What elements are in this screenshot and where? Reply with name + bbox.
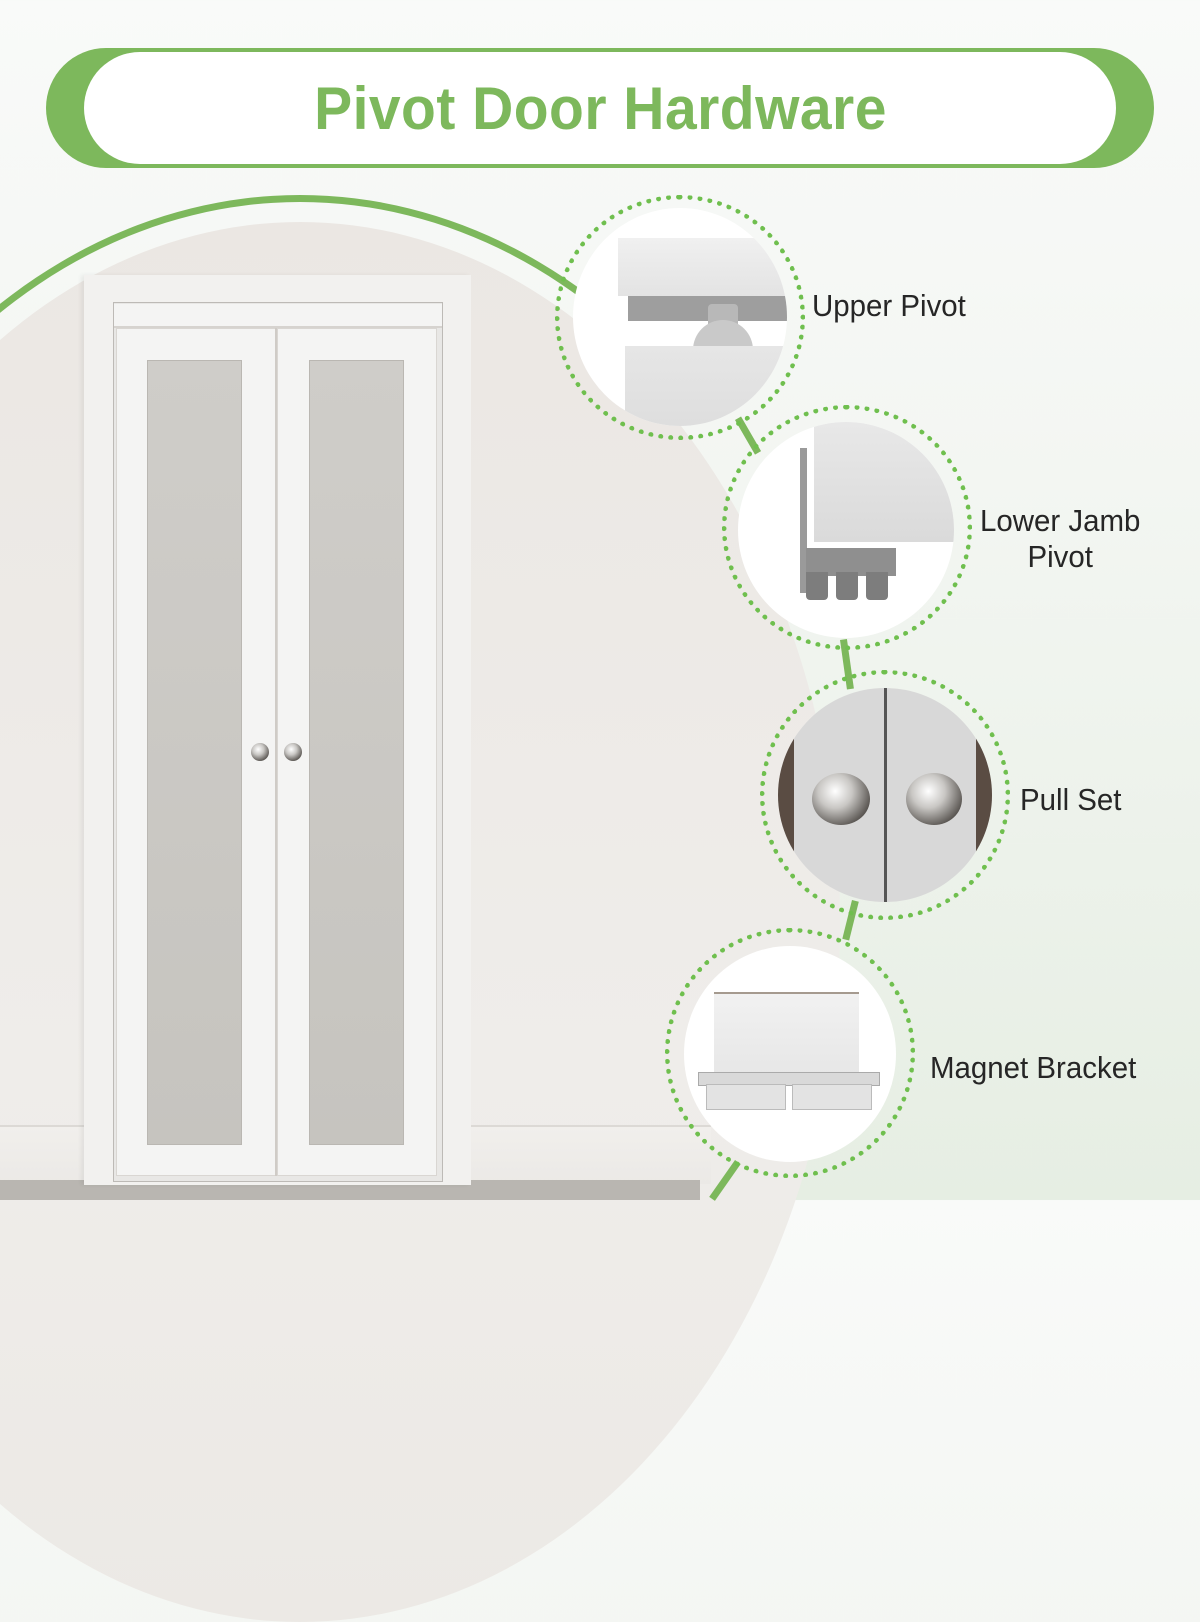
glass-pane-right	[309, 360, 404, 1145]
detail-label: Pull Set	[1020, 782, 1122, 817]
dotted-ring	[555, 195, 805, 440]
detail-label: Lower Jamb Pivot	[980, 503, 1140, 575]
door-header-track	[114, 304, 442, 328]
glass-pane-left	[147, 360, 242, 1145]
floor	[0, 1180, 700, 1200]
door-seam	[275, 328, 277, 1176]
knob-icon	[778, 688, 992, 902]
dotted-ring	[722, 405, 972, 650]
page-title: Pivot Door Hardware	[313, 74, 887, 142]
knob-icon	[251, 743, 269, 761]
title-banner-inner: Pivot Door Hardware	[84, 52, 1116, 164]
dotted-ring	[665, 928, 915, 1178]
baseboard-right	[471, 1125, 711, 1184]
dotted-ring	[760, 670, 1010, 920]
detail-label: Upper Pivot	[812, 288, 966, 323]
detail-label-line1: Lower Jamb	[980, 503, 1141, 538]
lower-jamb-pivot-icon	[738, 422, 954, 638]
detail-label: Magnet Bracket	[930, 1050, 1137, 1085]
baseboard-left	[0, 1125, 84, 1184]
upper-pivot-icon	[573, 208, 787, 426]
magnet-bracket-icon	[684, 946, 896, 1162]
detail-label-line2: Pivot	[1027, 539, 1093, 574]
knob-icon	[284, 743, 302, 761]
